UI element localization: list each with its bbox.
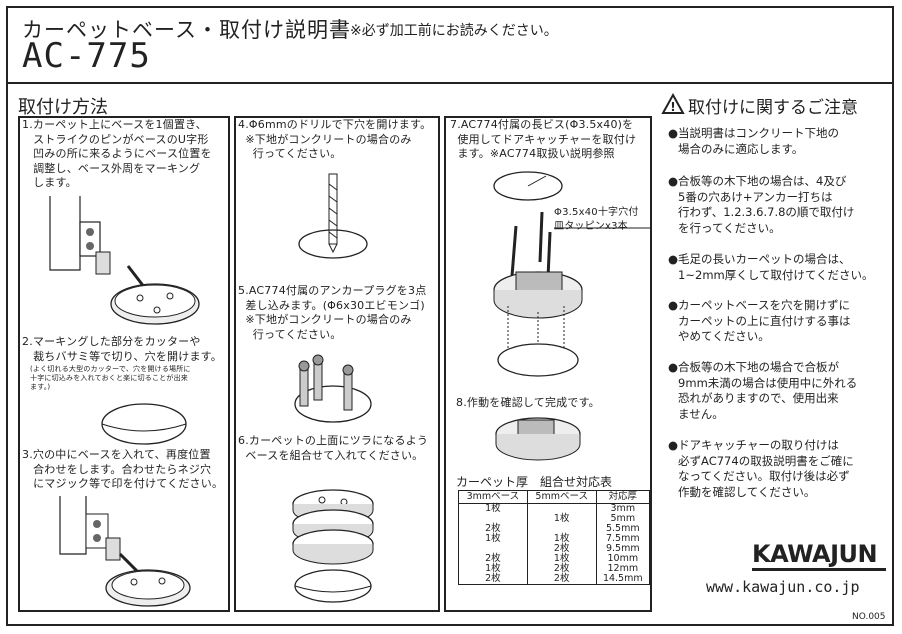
caution-item: ●合板等の木下地の場合で合板が 9mm未満の場合は使用中に外れる 恐れがあります… (668, 360, 857, 422)
step-6-illustration (292, 489, 374, 603)
step-7-illustration (493, 171, 650, 377)
bullet-icon: ● (668, 360, 679, 374)
panel-steps-1-3 (18, 116, 230, 612)
table-cell: 1枚 (458, 534, 528, 544)
bullet-icon: ● (668, 252, 679, 266)
table-cell: 1枚 (526, 514, 597, 524)
step-3-text: 3.穴の中にベースを入れて、再度位置 合わせをします。合わせたらネジ穴 にマジッ… (22, 448, 224, 490)
caution-item: ●カーペットベースを穴を開けずに カーペットの上に直付けする事は やめてください… (668, 298, 851, 345)
step-5-text: 5.AC774付属のアンカープラグを3点 差し込みます。(Φ6x30エビモンゴ)… (238, 284, 427, 341)
caution-item: ●ドアキャッチャーの取り付けは 必ずAC774の取扱説明書をご確に なってくださ… (668, 438, 854, 500)
table-cell: 12mm (595, 564, 651, 574)
header-divider (6, 82, 894, 84)
panel-steps-7-8 (444, 116, 652, 612)
model-number: AC-775 (22, 36, 151, 76)
caution-text: ドアキャッチャーの取り付けは 必ずAC774の取扱説明書をご確に なってください… (678, 438, 854, 499)
table-cell: 10mm (595, 554, 651, 564)
table-cell: 2枚 (458, 574, 528, 585)
caution-text: 毛足の長いカーペットの場合は、 1~2mm厚くして取付けてください。 (678, 252, 874, 282)
brand-underline (752, 568, 886, 571)
step-3-illustration (59, 496, 191, 607)
step-6-text: 6.カーペットの上面にツラになるよう ベースを組合せて入れてください。 (238, 434, 429, 462)
thickness-table-title: カーペット厚 組合せ対応表 (456, 475, 613, 489)
brand-logo: KAWAJUN (752, 540, 878, 568)
step-5-illustration (294, 354, 372, 423)
document-number: NO.005 (852, 612, 886, 622)
read-before-notice: ※必ず加工前にお読みください。 (350, 23, 558, 39)
table-cell: 1枚 (458, 503, 528, 514)
step-2-note: (よく切れる大型のカッターで、穴を開ける場所に 十字に切込みを入れておくと楽に切… (30, 365, 191, 391)
col-header-3mm: 3mmベース (458, 490, 528, 504)
document-title: カーペットベース・取付け説明書 (22, 18, 351, 42)
caution-title: 取付けに関するご注意 (688, 98, 858, 118)
bullet-icon: ● (668, 174, 679, 188)
step-2-text: 2.マーキングした部分をカッターや 裁ちバサミ等で切り、穴を開けます。 (22, 335, 222, 363)
caution-item: ●毛足の長いカーペットの場合は、 1~2mm厚くして取付けてください。 (668, 252, 874, 283)
step-1-text: 1.カーペット上にベースを1個置き、 ストライクのピンがベースのU字形 凹みの所… (22, 118, 212, 189)
step-8-text: 8.作動を確認して完成です。 (456, 396, 600, 409)
panel-steps-4-6 (234, 116, 440, 612)
warning-triangle-icon: ! (661, 92, 685, 114)
table-cell: 5mm (595, 514, 651, 524)
step-1-illustration (49, 196, 200, 325)
table-cell: 9.5mm (595, 544, 651, 554)
bullet-icon: ● (668, 126, 679, 140)
caution-text: 合板等の木下地の場合で合板が 9mm未満の場合は使用中に外れる 恐れがありますの… (678, 360, 858, 421)
bullet-icon: ● (668, 438, 679, 452)
screw-spec-label: Φ3.5x40十字穴付 皿タッピンx3本 (554, 207, 639, 232)
bullet-icon: ● (668, 298, 679, 312)
col-header-thickness: 対応厚 (595, 490, 651, 504)
caution-text: 合板等の木下地の場合は、4及び 5番の穴あけ+アンカー打ちは 行わず、1.2.3… (678, 174, 855, 235)
col-header-5mm: 5mmベース (526, 490, 597, 504)
caution-text: カーペットベースを穴を開けずに カーペットの上に直付けする事は やめてください。 (678, 298, 851, 343)
table-header-row: 3mmベース 5mmベース 対応厚 (458, 490, 651, 504)
step-4-text: 4.Φ6mmのドリルで下穴を開けます。 ※下地がコンクリートの場合のみ 行ってく… (238, 118, 432, 160)
step-8-illustration (495, 417, 581, 461)
step-7-text: 7.AC774付属の長ビス(Φ3.5x40)を 使用してドアキャッチャーを取付け… (450, 118, 637, 160)
table-cell: 5.5mm (595, 524, 651, 534)
table-cell: 7.5mm (595, 534, 651, 544)
caution-text: 当説明書はコンクリート下地の 場合のみに適応します。 (678, 126, 840, 156)
table-cell: 3mm (595, 503, 651, 514)
install-section-title: 取付け方法 (18, 97, 108, 118)
website-url: www.kawajun.co.jp (706, 578, 860, 596)
step-4-illustration (298, 173, 368, 259)
warning-mark: ! (670, 100, 675, 114)
table-cell: 2枚 (526, 574, 597, 585)
instruction-sheet (6, 6, 894, 626)
table-row: 1枚 3mm (458, 503, 651, 514)
step-2-illustration (101, 403, 187, 445)
caution-item: ●合板等の木下地の場合は、4及び 5番の穴あけ+アンカー打ちは 行わず、1.2.… (668, 174, 854, 236)
caution-item: ●当説明書はコンクリート下地の 場合のみに適応します。 (668, 126, 839, 157)
table-cell: 14.5mm (595, 574, 651, 585)
